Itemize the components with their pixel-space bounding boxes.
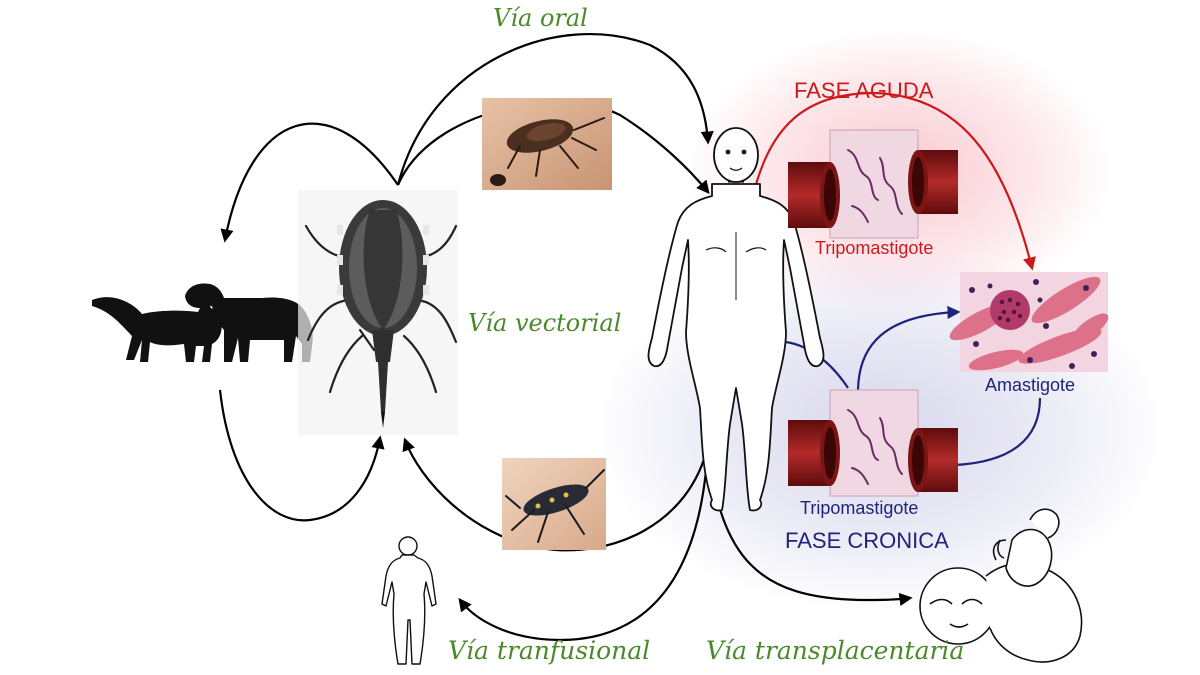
chronic-tripomastigote-label: Tripomastigote [800, 498, 919, 518]
small-human-icon [381, 536, 437, 665]
bug-on-skin-photo-lower [502, 458, 606, 550]
blood-vessel-icon [908, 150, 958, 214]
acute-phase-title: FASE AGUDA [794, 78, 934, 103]
blood-vessel-icon [788, 162, 840, 228]
human-body-icon [647, 127, 825, 512]
arrow-oral [396, 33, 714, 186]
chronic-tripomastigote-micrograph [788, 389, 958, 497]
blood-vessel-icon [788, 420, 840, 486]
blood-vessel-icon [908, 428, 958, 492]
route-label-transfusional: Vía tranfusional [448, 636, 651, 665]
acute-tripomastigote-label: Tripomastigote [815, 238, 934, 258]
acute-phase-arrow [750, 91, 1036, 271]
transmission-arrows [218, 33, 913, 642]
arrow-transfusional [458, 444, 710, 642]
route-label-transplacental: Vía transplacentaria [706, 636, 965, 665]
arrow-amastigote-to-vessel [954, 397, 1042, 467]
acute-tripomastigote-micrograph [788, 129, 958, 239]
infant-icon [919, 508, 1083, 663]
tissue-micrograph-icon [949, 272, 1109, 372]
arrow-to-amastigote [856, 305, 961, 393]
arrow-transplacental [706, 444, 913, 606]
dog-silhouette-icon [185, 283, 313, 362]
triatomine-bug-icon [298, 190, 458, 435]
arrow-animals-to-bug [218, 389, 385, 522]
arrow-to-animals [220, 122, 399, 243]
amastigote-label: Amastigote [985, 375, 1076, 395]
route-label-oral: Vía oral [493, 4, 588, 32]
chronic-phase-title: FASE CRONICA [785, 528, 949, 553]
cat-silhouette-icon [92, 297, 222, 362]
bug-on-skin-photo [482, 98, 612, 190]
route-label-vectorial: Vía vectorial [468, 309, 622, 337]
